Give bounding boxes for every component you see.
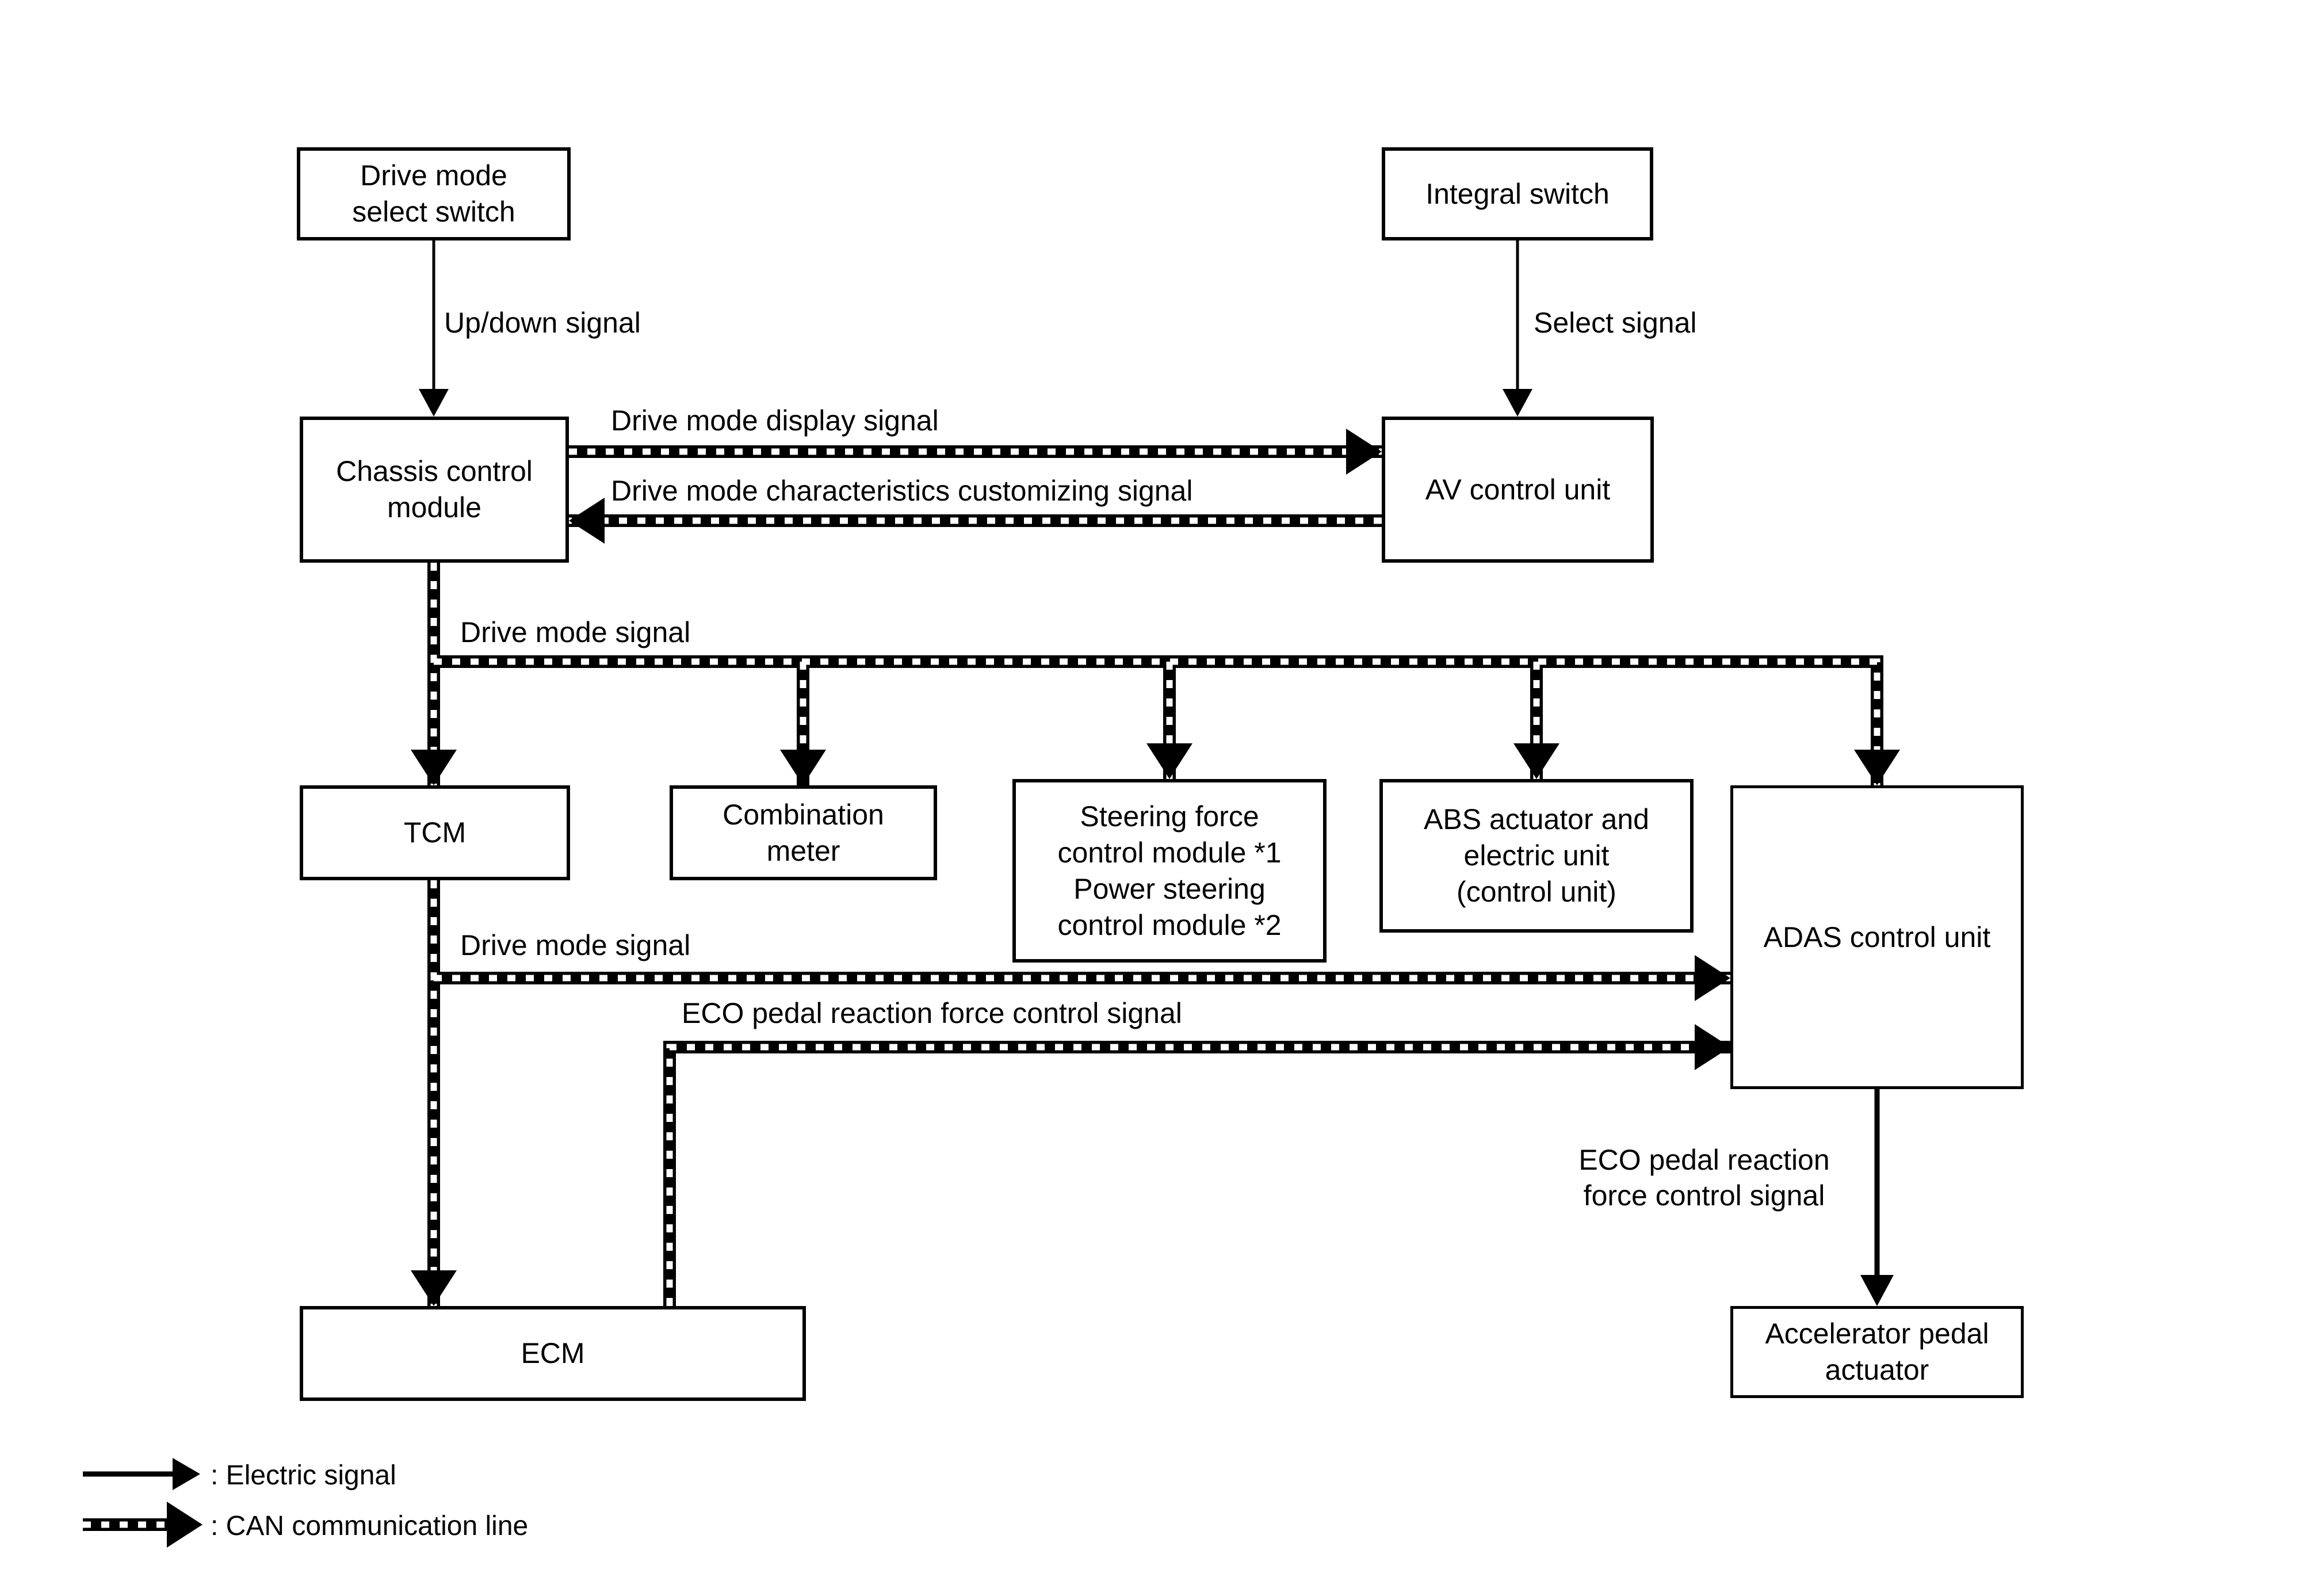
box-label: Accelerator pedal actuator [1765, 1318, 1989, 1386]
box-label: ECM [521, 1337, 585, 1369]
legend-electric-arrowhead [173, 1458, 200, 1490]
box-combination-meter: Combination meter [670, 785, 937, 880]
box-chassis-control-module: Chassis control module [300, 417, 569, 563]
electric-arrowhead-into-accelerator [1860, 1275, 1894, 1306]
box-label: Steering force control module *1 Power s… [1057, 800, 1282, 941]
signal-label-eco-pedal-to-adas: ECO pedal reaction force control signal [682, 997, 1182, 1029]
box-label: Drive mode select switch [352, 159, 515, 228]
can-arrowhead-into-adas-left-upper [1695, 955, 1730, 1001]
box-label: ABS actuator and electric unit (control … [1424, 803, 1649, 908]
box-label: Integral switch [1425, 177, 1610, 210]
can-arrowhead-into-adas-left-lower [1695, 1024, 1730, 1070]
box-label: ADAS control unit [1763, 921, 1991, 953]
box-av-control-unit: AV control unit [1382, 417, 1654, 563]
box-label: AV control unit [1425, 473, 1611, 506]
signal-label-eco-pedal-to-actuator: ECO pedal reaction force control signal [1578, 1144, 1830, 1212]
signal-label-drive-mode-bus: Drive mode signal [460, 616, 691, 648]
can-arrowhead-into-av [1346, 429, 1382, 475]
signal-label-up-down: Up/down signal [444, 307, 641, 339]
can-arrowhead-into-ecm [411, 1270, 457, 1306]
can-arrowhead-into-adas-top [1854, 750, 1900, 785]
signal-label-select: Select signal [1534, 307, 1697, 339]
legend-can-line-label: : CAN communication line [211, 1511, 529, 1541]
electric-arrowhead-into-av [1503, 389, 1532, 417]
box-accelerator-pedal-actuator: Accelerator pedal actuator [1730, 1306, 2024, 1398]
signal-label-drive-mode-tcm-to-adas: Drive mode signal [460, 929, 691, 961]
box-label: Combination meter [723, 798, 884, 867]
electric-arrowhead-into-chassis [419, 389, 449, 417]
can-arrowhead-into-steering-module [1146, 743, 1192, 779]
box-integral-switch: Integral switch [1382, 147, 1653, 240]
box-steering-power-control-module: Steering force control module *1 Power s… [1012, 779, 1327, 963]
box-label: TCM [403, 816, 467, 849]
signal-label-drive-mode-customizing: Drive mode characteristics customizing s… [611, 475, 1193, 507]
box-adas-control-unit: ADAS control unit [1730, 785, 2024, 1089]
box-abs-actuator: ABS actuator and electric unit (control … [1379, 779, 1694, 933]
can-line-drive-mode-bus [434, 655, 1883, 785]
box-tcm: TCM [300, 785, 570, 880]
can-arrowhead-into-abs [1513, 743, 1559, 779]
box-drive-mode-select-switch: Drive mode select switch [297, 147, 571, 240]
box-label: Chassis control module [336, 455, 533, 524]
signal-label-drive-mode-display: Drive mode display signal [611, 404, 939, 437]
can-arrowhead-into-tcm [411, 750, 457, 785]
legend-can-arrowhead [167, 1502, 202, 1548]
can-arrowhead-into-chassis [569, 498, 605, 544]
legend-electric-signal-label: : Electric signal [211, 1460, 396, 1491]
can-arrowhead-into-combination-meter [780, 750, 826, 785]
box-ecm: ECM [300, 1306, 806, 1401]
